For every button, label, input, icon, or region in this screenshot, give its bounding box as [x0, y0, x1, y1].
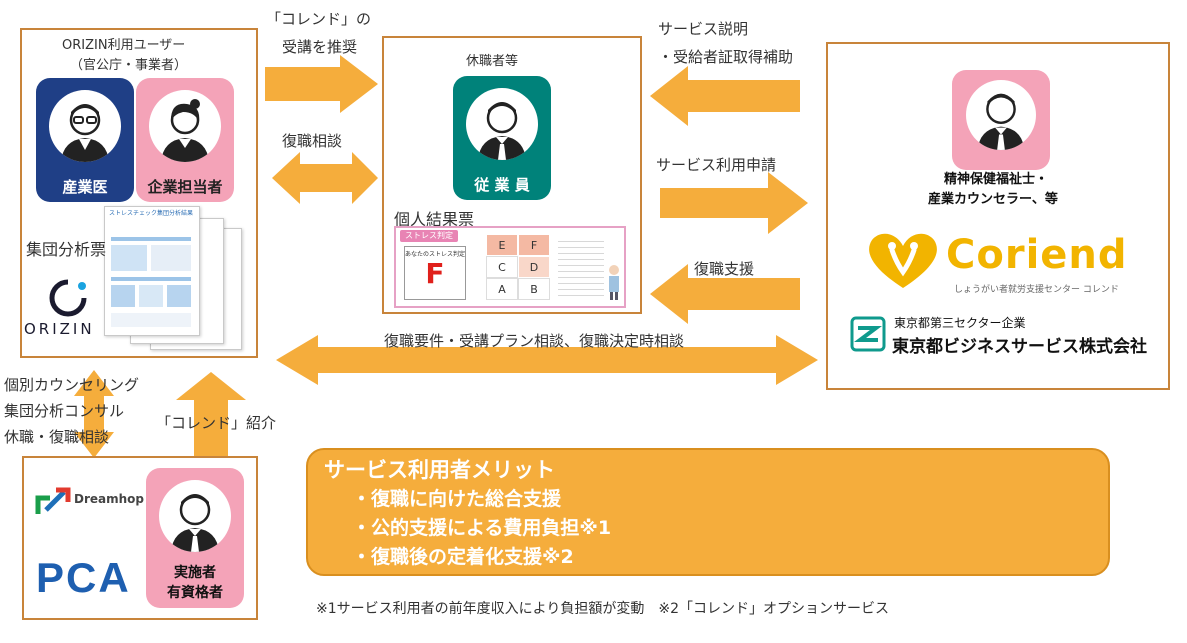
- long-arrow-text: 復職要件・受講プラン相談、復職決定時相談: [384, 332, 685, 350]
- merit-item: ・復職後の定着化支援※2: [352, 546, 574, 568]
- left-vertical-text-1: 個別カウンセリング: [4, 376, 140, 394]
- grid-cell: A: [486, 278, 518, 300]
- practitioner-role-1: 実施者: [174, 565, 216, 581]
- counselor-avatar-icon: [966, 80, 1036, 150]
- counselor-card: [952, 70, 1050, 170]
- orizin-user-subtitle: （官公庁・事業者）: [70, 58, 188, 73]
- group-report-thumb-1: ストレスチェック集団分析結果: [104, 206, 200, 336]
- grid-cell: C: [486, 256, 518, 278]
- counselor-role-1: 精神保健福祉士・: [944, 172, 1049, 187]
- doctor-label: 産業医: [62, 178, 108, 196]
- orizin-logo-icon: [49, 279, 87, 317]
- grade-value: F: [425, 257, 445, 290]
- individual-report-thumb: ストレス判定 あなたのストレス判定 F E F C D A B: [394, 226, 626, 308]
- merit-item: ・復職に向けた総合支援: [352, 488, 562, 510]
- recommend-text-1: 「コレンド」の: [266, 10, 372, 28]
- arrow-intro: [176, 372, 246, 458]
- practitioner-avatar-icon: [159, 480, 231, 552]
- merit-item: ・公的支援による費用負担※1: [352, 517, 612, 539]
- group-report-thumb-title: ストレスチェック集団分析結果: [109, 210, 194, 217]
- return-support-text: 復職支援: [694, 260, 755, 278]
- arrow-service-explain: [650, 66, 800, 126]
- orizin-logo-text: ORIZIN: [24, 320, 95, 338]
- left-vertical-text-2: 集団分析コンサル: [4, 402, 125, 420]
- grid-cell: F: [518, 234, 550, 256]
- hr-label: 企業担当者: [147, 178, 223, 196]
- left-vertical-text-3: 休職・復職相談: [4, 428, 110, 446]
- report-text-lines: [558, 236, 604, 298]
- report-person-illustration: [606, 264, 622, 300]
- dreamhop-logo-icon: [35, 487, 71, 514]
- dreamhop-logo-text: Dreamhop: [74, 492, 144, 506]
- arrow-recommend: [265, 55, 378, 113]
- grid-cell: B: [518, 278, 550, 300]
- coriend-logo-text: Coriend: [946, 232, 1128, 278]
- hr-avatar-icon: [149, 90, 221, 162]
- hr-card: 企業担当者: [136, 78, 234, 202]
- report-header-badge: ストレス判定: [400, 230, 458, 242]
- grid-cell: D: [518, 256, 550, 278]
- employee-avatar-icon: [466, 88, 538, 160]
- intro-text: 「コレンド」紹介: [156, 414, 277, 432]
- individual-report-label: 個人結果票: [394, 210, 475, 229]
- coriend-logo-sub: しょうがい者就労支援センター コレンド: [954, 285, 1119, 295]
- doctor-card: 産業医: [36, 78, 134, 202]
- arrow-return-consult: [272, 152, 378, 204]
- pca-logo-text: PCA: [36, 554, 131, 601]
- doctor-avatar-icon: [49, 90, 121, 162]
- return-consult-text: 復職相談: [282, 132, 343, 150]
- arrow-long-double: [276, 335, 818, 385]
- coriend-heart-icon: [869, 233, 937, 288]
- recommend-text-2: 受講を推奨: [282, 38, 358, 56]
- employee-box-title: 休職者等: [466, 54, 519, 69]
- arrow-return-support: [650, 264, 800, 324]
- tbs-name-text: 東京都ビジネスサービス株式会社: [892, 337, 1147, 357]
- grade-box: あなたのストレス判定 F: [404, 246, 466, 300]
- practitioner-card: 実施者 有資格者: [146, 468, 244, 608]
- footnote: ※1サービス利用者の前年度収入により負担額が変動 ※2「コレンド」オプションサー…: [316, 601, 889, 617]
- employee-card: 従 業 員: [453, 76, 551, 200]
- grid-cell: E: [486, 234, 518, 256]
- grade-title: あなたのストレス判定: [405, 251, 466, 258]
- service-apply-text: サービス利用申請: [656, 156, 777, 174]
- merit-title: サービス利用者メリット: [324, 458, 555, 482]
- practitioner-role-2: 有資格者: [167, 585, 223, 601]
- merit-box: サービス利用者メリット ・復職に向けた総合支援 ・公的支援による費用負担※1 ・…: [306, 448, 1110, 576]
- tbs-sub-text: 東京都第三セクター企業: [894, 316, 1026, 330]
- orizin-user-title: ORIZIN利用ユーザー: [62, 38, 186, 53]
- employee-label: 従 業 員: [474, 176, 530, 194]
- service-explain-text-2: ・受給者証取得補助: [658, 48, 794, 66]
- arrow-service-apply: [660, 172, 808, 234]
- stress-grid: E F C D A B: [486, 234, 550, 300]
- arrow-left-vertical: [74, 370, 114, 458]
- tbs-logo-icon: [850, 316, 886, 352]
- group-report-label: 集団分析票: [26, 240, 107, 259]
- counselor-role-2: 産業カウンセラー、等: [928, 192, 1058, 207]
- service-explain-text-1: サービス説明: [658, 20, 749, 38]
